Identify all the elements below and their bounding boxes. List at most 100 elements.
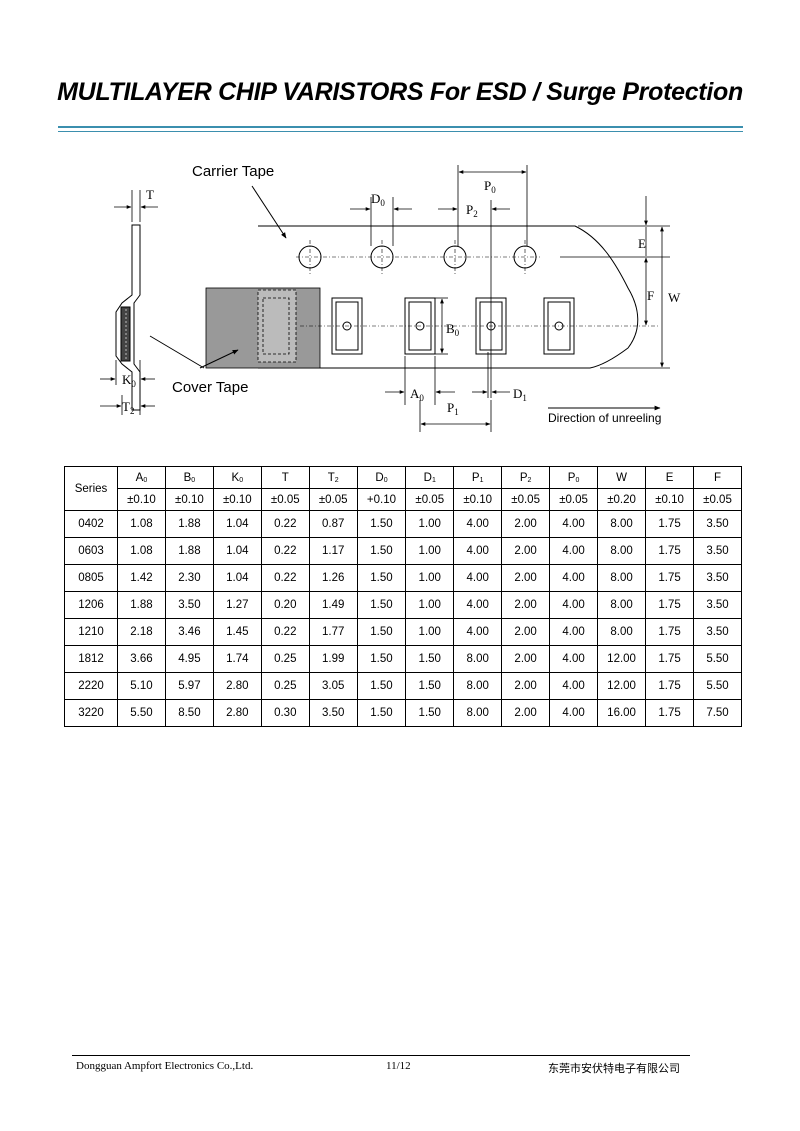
- value-cell: 4.00: [549, 510, 599, 538]
- value-cell: 1.00: [405, 564, 455, 592]
- value-cell: 0.22: [260, 564, 310, 592]
- value-cell: 4.95: [164, 645, 214, 673]
- value-cell: 0.25: [260, 672, 310, 700]
- carrier-tape-diagram: T K0 T2 Car: [100, 163, 681, 432]
- value-cell: 4.00: [453, 618, 503, 646]
- value-cell: 1.50: [356, 672, 407, 700]
- value-cell: 1.50: [356, 591, 407, 619]
- value-cell: 1.50: [356, 510, 407, 538]
- value-cell: 1.00: [405, 537, 455, 565]
- column-tolerance: ±0.05: [693, 488, 742, 511]
- value-cell: 1.42: [117, 564, 166, 592]
- value-cell: 2.80: [212, 699, 262, 727]
- value-cell: 5.50: [117, 699, 166, 727]
- value-cell: 5.50: [693, 645, 742, 673]
- label-cover-tape: Cover Tape: [172, 379, 248, 396]
- value-cell: 12.00: [597, 672, 647, 700]
- value-cell: 1.49: [308, 591, 358, 619]
- value-cell: 3.50: [693, 618, 742, 646]
- value-cell: 4.00: [549, 699, 599, 727]
- value-cell: 1.99: [308, 645, 358, 673]
- column-header: K0: [212, 466, 262, 489]
- value-cell: 8.00: [597, 537, 647, 565]
- series-cell: 0603: [64, 537, 118, 565]
- value-cell: 1.88: [117, 591, 166, 619]
- column-header: D1: [405, 466, 455, 489]
- value-cell: 1.45: [212, 618, 262, 646]
- value-cell: 2.00: [501, 510, 551, 538]
- value-cell: 4.00: [453, 537, 503, 565]
- value-cell: 1.50: [356, 645, 407, 673]
- series-cell: 0402: [64, 510, 118, 538]
- value-cell: 8.00: [453, 699, 503, 727]
- value-cell: 1.74: [212, 645, 262, 673]
- value-cell: 8.00: [597, 618, 647, 646]
- value-cell: 7.50: [693, 699, 742, 727]
- value-cell: 1.04: [212, 510, 262, 538]
- value-cell: 0.30: [260, 699, 310, 727]
- value-cell: 5.10: [117, 672, 166, 700]
- value-cell: 3.46: [164, 618, 214, 646]
- value-cell: 8.50: [164, 699, 214, 727]
- value-cell: 3.50: [693, 564, 742, 592]
- value-cell: 0.22: [260, 537, 310, 565]
- column-tolerance: ±0.10: [212, 488, 262, 511]
- value-cell: 1.08: [117, 510, 166, 538]
- column-header: D0: [356, 466, 407, 489]
- value-cell: 8.00: [453, 645, 503, 673]
- value-cell: 5.97: [164, 672, 214, 700]
- value-cell: 1.26: [308, 564, 358, 592]
- label-w: W: [668, 290, 681, 305]
- column-header: A0: [117, 466, 166, 489]
- value-cell: 1.88: [164, 537, 214, 565]
- series-cell: 1206: [64, 591, 118, 619]
- tape-side-profile: [115, 224, 141, 411]
- value-cell: 12.00: [597, 645, 647, 673]
- column-tolerance: ±0.05: [549, 488, 599, 511]
- value-cell: 1.77: [308, 618, 358, 646]
- value-cell: 8.00: [597, 564, 647, 592]
- value-cell: 0.87: [308, 510, 358, 538]
- value-cell: 1.08: [117, 537, 166, 565]
- label-b0: B0: [446, 321, 460, 338]
- footer-company: Dongguan Ampfort Electronics Co.,Ltd.: [76, 1060, 254, 1072]
- value-cell: 1.00: [405, 510, 455, 538]
- column-header: W: [597, 466, 647, 489]
- value-cell: 1.27: [212, 591, 262, 619]
- value-cell: 1.75: [645, 510, 695, 538]
- value-cell: 1.04: [212, 537, 262, 565]
- value-cell: 0.20: [260, 591, 310, 619]
- column-tolerance: ±0.05: [501, 488, 551, 511]
- column-tolerance: ±0.05: [308, 488, 358, 511]
- value-cell: 4.00: [549, 591, 599, 619]
- value-cell: 4.00: [549, 672, 599, 700]
- value-cell: 1.50: [356, 537, 407, 565]
- value-cell: 3.05: [308, 672, 358, 700]
- value-cell: 3.66: [117, 645, 166, 673]
- value-cell: 3.50: [308, 699, 358, 727]
- value-cell: 1.50: [356, 699, 407, 727]
- value-cell: 8.00: [453, 672, 503, 700]
- label-e: E: [638, 236, 646, 251]
- label-p2: P2: [466, 202, 478, 219]
- value-cell: 1.04: [212, 564, 262, 592]
- label-t2: T2: [122, 399, 134, 416]
- column-header: B0: [164, 466, 214, 489]
- value-cell: 2.00: [501, 672, 551, 700]
- column-header: T: [260, 466, 310, 489]
- column-tolerance: +0.10: [356, 488, 407, 511]
- label-a0: A0: [410, 386, 424, 403]
- value-cell: 2.30: [164, 564, 214, 592]
- value-cell: 3.50: [693, 537, 742, 565]
- value-cell: 1.50: [405, 645, 455, 673]
- value-cell: 1.75: [645, 672, 695, 700]
- column-tolerance: ±0.20: [597, 488, 647, 511]
- value-cell: 3.50: [164, 591, 214, 619]
- column-header: E: [645, 466, 695, 489]
- value-cell: 2.00: [501, 699, 551, 727]
